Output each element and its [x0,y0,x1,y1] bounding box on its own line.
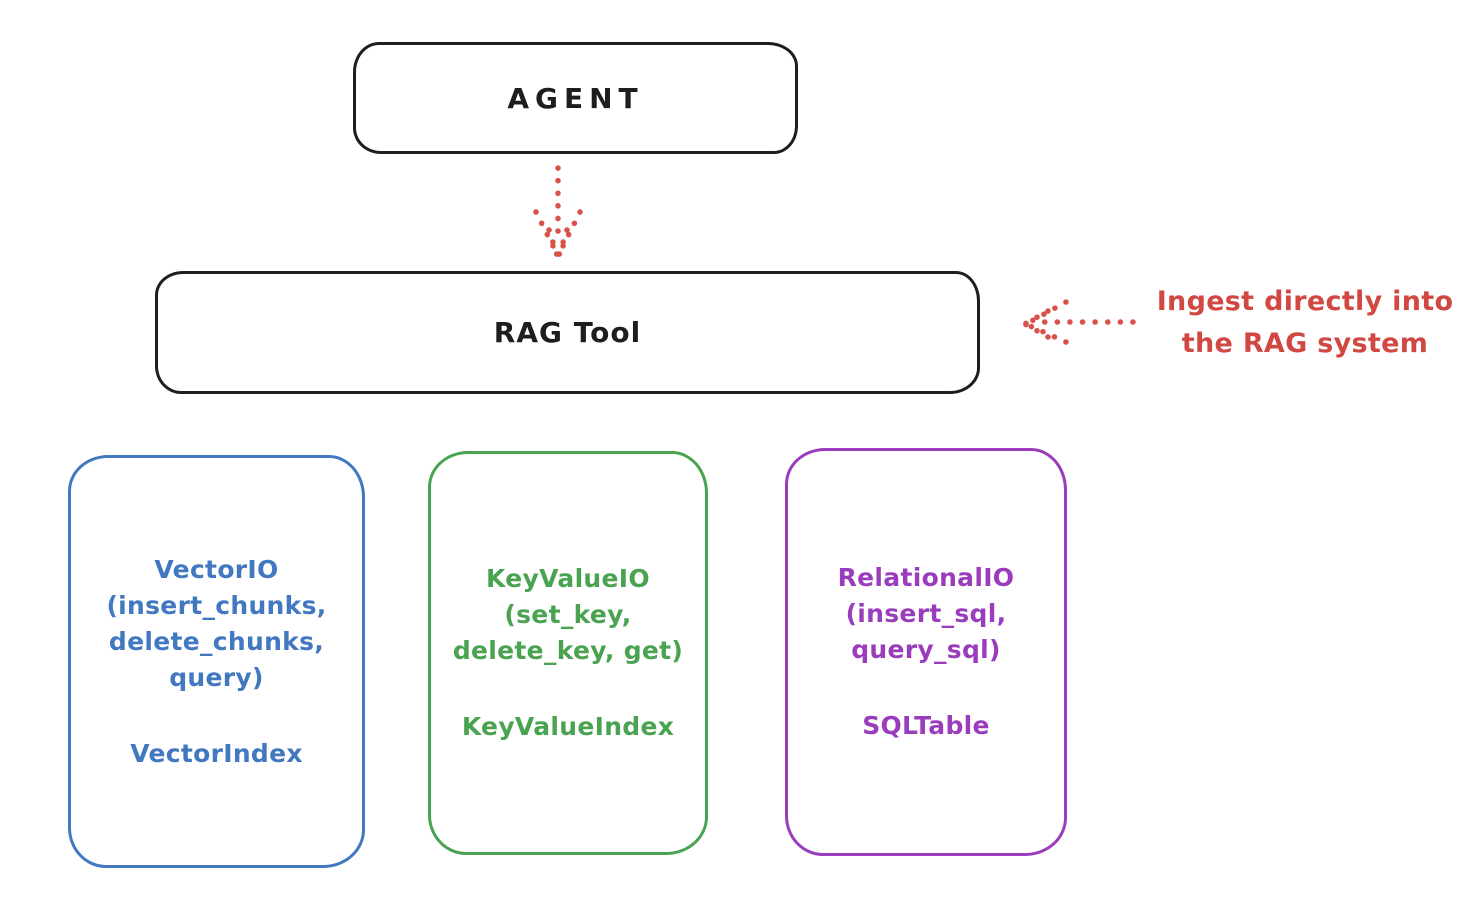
vector-index-label: VectorIndex [130,738,303,768]
agent-to-rag-arrow [533,165,583,258]
vector-io-title: VectorIO (insert_chunks, delete_chunks, … [106,554,327,692]
rag-tool-node-label: RAG Tool [493,316,642,349]
vector-io-node: VectorIO (insert_chunks, delete_chunks, … [68,455,365,868]
rag-tool-node: RAG Tool [155,271,980,394]
ingest-annotation: Ingest directly into the RAG system [1156,286,1454,359]
relational-io-node: RelationalIO (insert_sql, query_sql) SQL… [785,448,1067,856]
sql-table-label: SQLTable [862,711,990,740]
agent-node: AGENT [353,42,798,154]
ingest-arrow [1022,299,1136,345]
relational-io-title: RelationalIO (insert_sql, query_sql) [837,563,1015,664]
keyvalue-io-title: KeyValueIO (set_key, delete_key, get) [452,564,684,665]
keyvalue-index-label: KeyValueIndex [461,712,675,741]
agent-node-label: AGENT [507,81,644,115]
keyvalue-io-node: KeyValueIO (set_key, delete_key, get) Ke… [428,451,708,855]
